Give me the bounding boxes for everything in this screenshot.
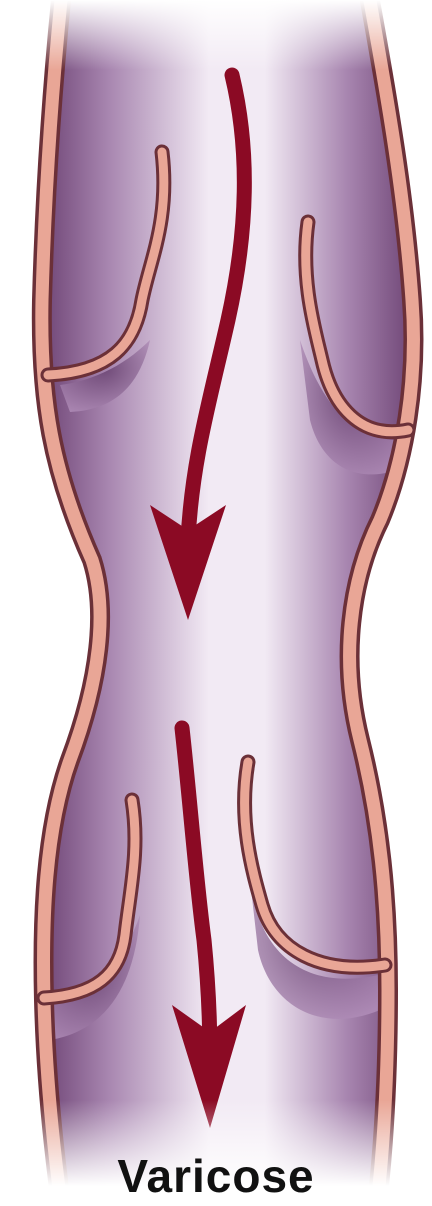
caption-label: Varicose — [0, 1146, 432, 1206]
